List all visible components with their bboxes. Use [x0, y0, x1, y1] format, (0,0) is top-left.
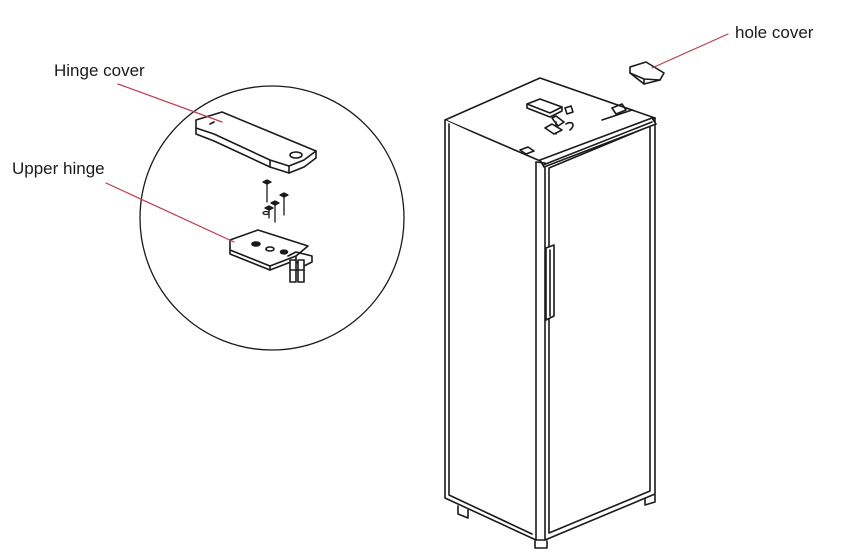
screws — [262, 179, 289, 223]
leader-hole-cover — [651, 33, 729, 69]
detail-circle — [139, 85, 405, 351]
leader-hinge-cover — [117, 83, 223, 123]
label-hinge-cover: Hinge cover — [54, 61, 145, 80]
label-upper-hinge: Upper hinge — [12, 159, 105, 178]
refrigerator — [444, 77, 657, 549]
hole-cover-part — [629, 61, 665, 85]
leader-lines — [105, 33, 729, 243]
leader-upper-hinge — [105, 182, 235, 243]
upper-hinge-part — [229, 229, 313, 283]
hinge-cover-part — [195, 111, 317, 174]
label-hole-cover: hole cover — [735, 23, 814, 42]
